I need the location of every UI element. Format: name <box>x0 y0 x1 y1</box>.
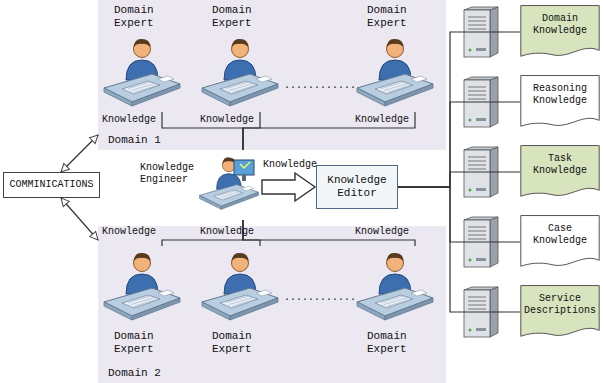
connector <box>162 220 243 246</box>
node-text: Domain 1 <box>108 134 446 147</box>
node-text: Knowledge Editor <box>320 174 394 200</box>
edge-label: Knowledge <box>200 114 254 126</box>
edge-label: Knowledge <box>355 114 409 126</box>
expert-figure <box>202 253 278 320</box>
edge-label: Knowledge <box>102 226 156 238</box>
node-text: Domain Expert <box>212 330 274 356</box>
node-text: Domain 2 <box>108 367 446 380</box>
node-text: Knowledge Engineer <box>140 162 200 186</box>
knowledge-document: Service Descriptions <box>520 285 600 339</box>
edge-label: Knowledge <box>102 114 156 126</box>
node-text: Reasoning Knowledge <box>521 83 599 107</box>
knowledge-document: Domain Knowledge <box>520 5 600 59</box>
node-text: Domain Expert <box>212 4 274 30</box>
connector <box>61 198 98 240</box>
connector <box>262 173 315 201</box>
node-text: COMMINICATIONS <box>9 179 93 191</box>
expert-figure <box>357 253 433 320</box>
connector <box>243 112 415 150</box>
ellipsis-label: ............ <box>284 292 356 304</box>
expert-figure <box>104 39 180 106</box>
expert-figure <box>104 253 180 320</box>
connector <box>398 172 520 187</box>
connector <box>243 220 260 246</box>
node-text: Service Descriptions <box>521 293 599 317</box>
node-text: Domain Expert <box>367 4 429 30</box>
knowledge-document: Task Knowledge <box>520 145 600 199</box>
connector <box>398 102 520 187</box>
knowledge-document: Case Knowledge <box>520 215 600 269</box>
connector <box>243 112 260 150</box>
connector <box>398 187 520 242</box>
connector <box>162 112 243 150</box>
ellipsis-label: ............ <box>284 80 356 92</box>
node-text: Domain Expert <box>114 330 176 356</box>
connector <box>398 32 520 187</box>
expert-figure <box>357 39 433 106</box>
node-text: Case Knowledge <box>521 223 599 247</box>
edge-label: Knowledge <box>200 226 254 238</box>
node-text: Domain Expert <box>367 330 429 356</box>
connector <box>61 135 98 172</box>
edge-label: Knowledge <box>355 226 409 238</box>
engineer-figure <box>200 157 259 209</box>
node-text: Task Knowledge <box>521 153 599 177</box>
edge-label: Knowledge <box>263 159 317 171</box>
editor-box: Knowledge Editor <box>316 165 398 209</box>
communications-box: COMMINICATIONS <box>3 172 100 198</box>
connector <box>243 220 415 246</box>
knowledge-document: Reasoning Knowledge <box>520 75 600 129</box>
node-text: Domain Expert <box>114 4 176 30</box>
expert-figure <box>202 39 278 106</box>
connector <box>398 187 520 312</box>
node-text: Domain Knowledge <box>521 13 599 37</box>
